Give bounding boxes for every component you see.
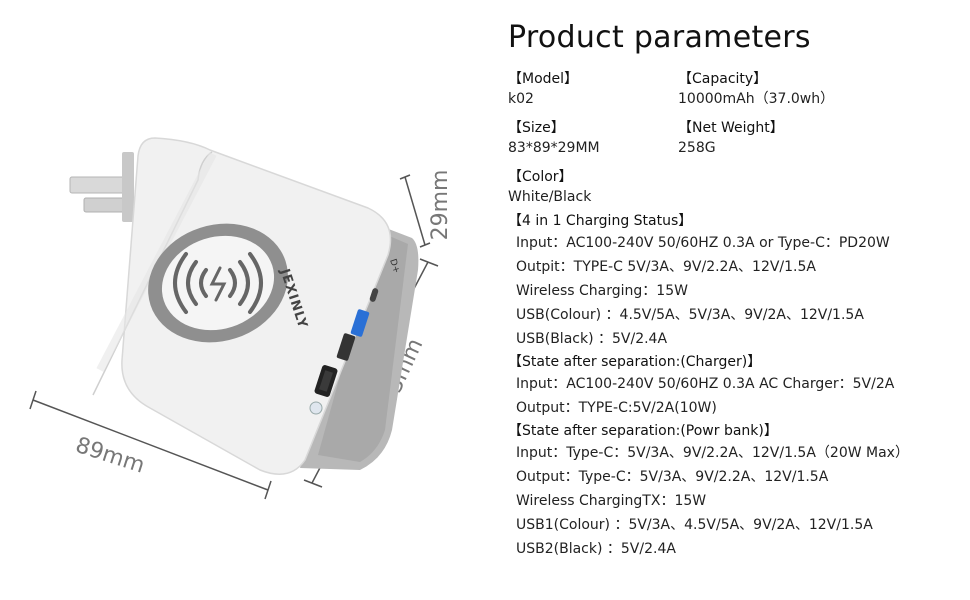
spec-row: Input：AC100-240V 50/60HZ 0.3A or Type-C：…: [516, 235, 890, 251]
param-color: 【Color】 White/Black: [508, 167, 963, 207]
product-illustration: 29mm 83mm 89mm: [29, 137, 453, 500]
param-value: 83*89*29MM: [508, 140, 600, 156]
spec-row: Input：AC100-240V 50/60HZ 0.3A AC Charger…: [516, 376, 895, 392]
param-weight: 【Net Weight】 258G: [678, 118, 958, 167]
param-value: 258G: [678, 140, 716, 156]
spec-row: Output：TYPE-C:5V/2A(10W): [516, 400, 717, 416]
param-label: 【Color】: [508, 169, 573, 185]
section-power-bank: 【State after separation:(Powr bank)】 Inp…: [508, 421, 963, 561]
param-row: 【Size】 83*89*29MM 【Net Weight】 258G: [508, 118, 963, 167]
param-row: 【Model】 k02 【Capacity】 10000mAh（37.0wh）: [508, 69, 963, 118]
spec-row: Wireless ChargingTX：15W: [516, 493, 707, 509]
side-labels: D+: [387, 258, 401, 275]
port-panel: [309, 288, 379, 415]
page-title: Product parameters: [508, 20, 811, 55]
spec-row: USB(Colour) ：4.5V/5A、5V/3A、9V/2A、12V/1.5…: [516, 307, 864, 323]
depth-label: 29mm: [428, 170, 453, 241]
param-label: 【Net Weight】: [678, 120, 784, 136]
depth-dimension: [399, 174, 431, 248]
spec-row: Wireless Charging：15W: [516, 283, 688, 299]
wireless-charging-icon: [173, 252, 263, 314]
section-heading: 【4 in 1 Charging Status】: [508, 213, 693, 229]
param-size: 【Size】 83*89*29MM: [508, 118, 678, 167]
param-value: k02: [508, 91, 534, 107]
svg-text:D+: D+: [387, 258, 401, 275]
spec-row: USB2(Black) ：5V/2.4A: [516, 541, 676, 557]
param-model: 【Model】 k02: [508, 69, 678, 118]
spec-row: USB1(Colour) ：5V/3A、4.5V/5A、9V/2A、12V/1.…: [516, 517, 873, 533]
spec-row: Output：Type-C：5V/3A、9V/2.2A、12V/1.5A: [516, 469, 829, 485]
spec-row: USB(Black) ：5V/2.4A: [516, 331, 668, 347]
param-capacity: 【Capacity】 10000mAh（37.0wh）: [678, 69, 958, 118]
section-charger: 【State after separation:(Charger)】 Input…: [508, 352, 963, 420]
param-label: 【Model】: [508, 71, 579, 87]
section-4in1: 【4 in 1 Charging Status】 Input：AC100-240…: [508, 211, 963, 351]
spec-row: Outpit：TYPE-C 5V/3A、9V/2.2A、12V/1.5A: [516, 259, 816, 275]
section-heading: 【State after separation:(Charger)】: [508, 354, 762, 370]
spec-row: Input：Type-C：5V/3A、9V/2.2A、12V/1.5A（20W …: [516, 445, 909, 461]
spec-panel: Product parameters 【Model】 k02 【Capacity…: [508, 20, 963, 561]
plug-prongs: [69, 152, 134, 222]
width-dimension: [29, 390, 272, 500]
param-label: 【Capacity】: [678, 71, 768, 87]
param-value: White/Black: [508, 189, 592, 205]
wireless-charging-pad: [148, 223, 288, 343]
section-heading: 【State after separation:(Powr bank)】: [508, 423, 778, 439]
param-value: 10000mAh（37.0wh）: [678, 91, 835, 107]
param-label: 【Size】: [508, 120, 565, 136]
